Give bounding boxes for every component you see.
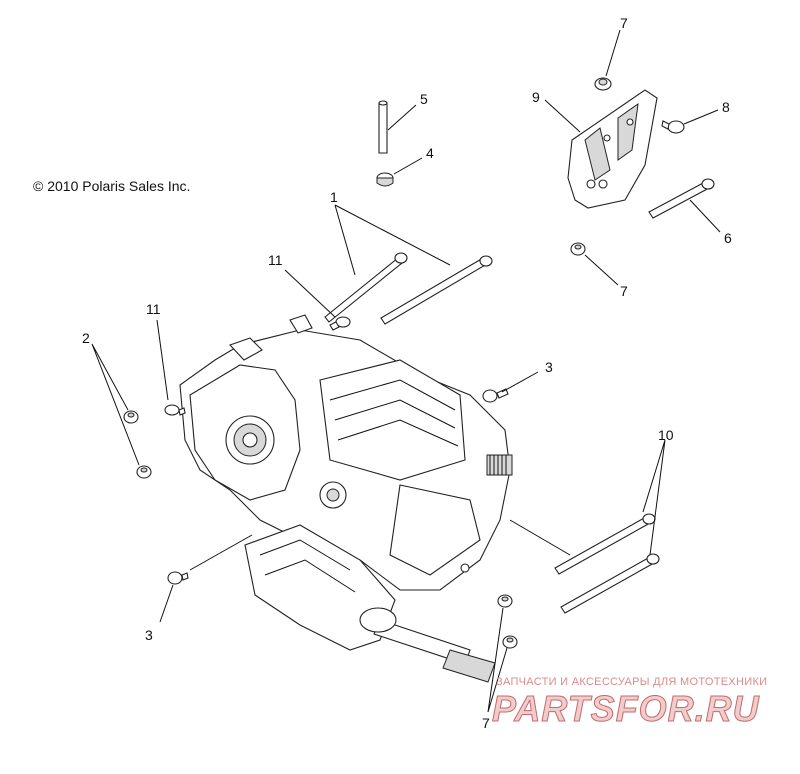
pin-5 bbox=[378, 100, 388, 154]
callout-11-left: 11 bbox=[146, 301, 161, 317]
callout-8: 8 bbox=[722, 99, 730, 115]
copyright-notice: © 2010 Polaris Sales Inc. bbox=[33, 178, 191, 194]
bracket-9 bbox=[567, 89, 658, 209]
nut-7-top bbox=[594, 77, 612, 91]
callout-5: 5 bbox=[420, 91, 428, 107]
nut-2-lower bbox=[136, 465, 152, 479]
callout-labels: 7 9 8 5 4 1 6 7 11 11 2 3 10 3 7 bbox=[82, 15, 732, 731]
watermark-brand: PARTSFOR.RU bbox=[492, 688, 760, 730]
engine-assembly bbox=[179, 314, 513, 683]
callout-1: 1 bbox=[330, 189, 338, 205]
bolt-11-upper bbox=[329, 316, 351, 331]
callout-6: 6 bbox=[724, 230, 732, 246]
bolt-3-right bbox=[482, 388, 509, 403]
callout-4: 4 bbox=[426, 145, 434, 161]
bolt-3-left bbox=[167, 571, 189, 585]
nut-7-mid bbox=[570, 242, 586, 256]
bolt-11-left bbox=[164, 404, 186, 416]
bolt-1-a bbox=[324, 252, 408, 323]
nut-7-lower-a bbox=[497, 594, 513, 608]
watermark-tagline: ЗАПЧАСТИ И АКСЕССУАРЫ ДЛЯ МОТОТЕХНИКИ bbox=[496, 676, 768, 688]
cap-4 bbox=[376, 172, 394, 187]
bolt-10-a bbox=[554, 513, 656, 575]
bolt-8 bbox=[661, 120, 685, 134]
callout-7-top: 7 bbox=[620, 15, 628, 31]
nut-7-lower-b bbox=[502, 635, 518, 649]
callout-9: 9 bbox=[532, 89, 540, 105]
callout-11-upper: 11 bbox=[268, 252, 283, 268]
callout-7-mid: 7 bbox=[620, 283, 628, 299]
callout-3-left: 3 bbox=[145, 627, 153, 643]
bolt-1-b bbox=[380, 255, 493, 325]
callout-7-lower: 7 bbox=[482, 715, 490, 731]
callout-10: 10 bbox=[658, 427, 674, 443]
callout-3-right: 3 bbox=[545, 359, 553, 375]
bolt-10-b bbox=[560, 553, 660, 614]
bolt-6 bbox=[648, 178, 715, 219]
callout-2: 2 bbox=[82, 330, 90, 346]
nut-2-upper bbox=[123, 410, 139, 424]
leader-lines bbox=[91, 29, 721, 713]
